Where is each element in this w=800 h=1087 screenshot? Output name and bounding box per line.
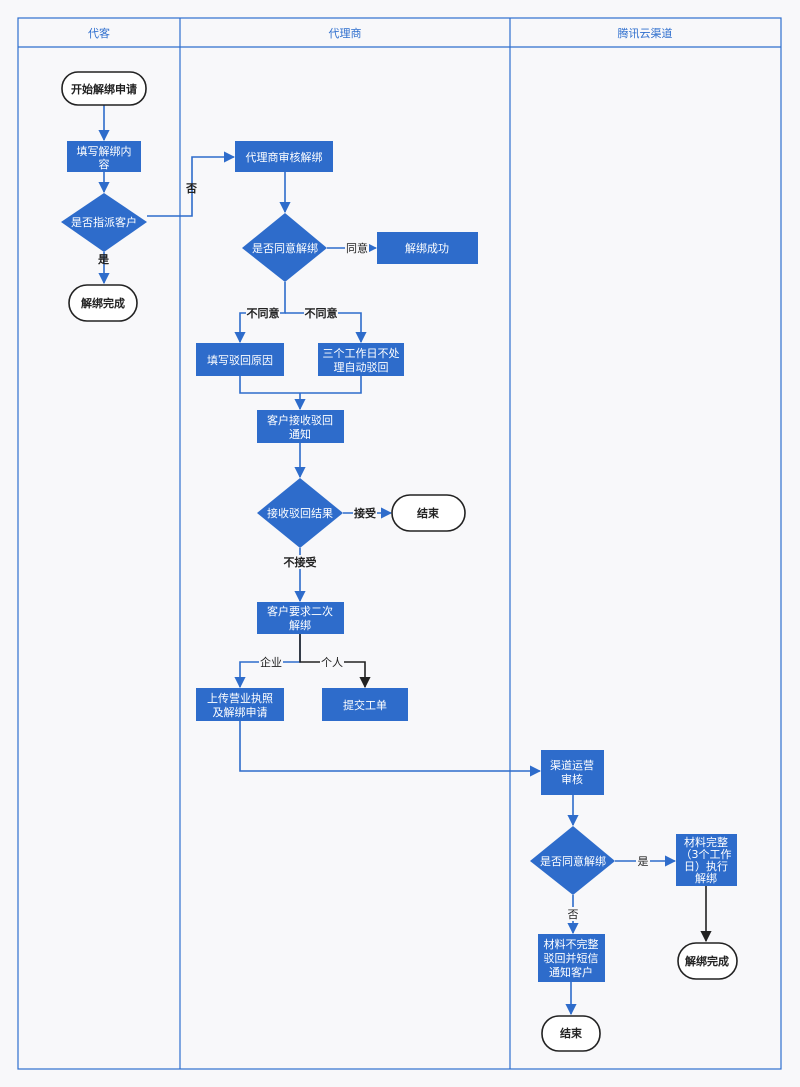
node-customer-notice-line1: 客户接收驳回 [267, 413, 333, 427]
node-end-mid-label: 结束 [416, 506, 440, 520]
node-accept-result-label: 接收驳回结果 [267, 506, 333, 520]
node-unbind-success[interactable]: 解绑成功 [377, 232, 478, 264]
node-done-left-label: 解绑完成 [81, 296, 125, 310]
node-customer-notice-line2: 通知 [289, 427, 311, 441]
edge-designated-no [147, 151, 236, 217]
node-material-bad-line3: 通知客户 [549, 965, 593, 979]
node-start[interactable]: 开始解绑申请 [61, 71, 147, 106]
node-material-ok-line3: 日）执行 [684, 859, 728, 873]
node-fill-reason-label: 填写驳回原因 [207, 353, 273, 367]
node-agree2-label: 是否同意解绑 [540, 854, 606, 868]
node-end-bottom-label: 结束 [559, 1026, 583, 1040]
edge-label-not-accept: 不接受 [284, 555, 317, 569]
node-agree1-label: 是否同意解绑 [252, 241, 318, 255]
node-auto-reject[interactable]: 三个工作日不处 理自动驳回 [318, 343, 404, 376]
node-fill-reason[interactable]: 填写驳回原因 [196, 343, 284, 376]
edge-label-agree: 同意 [346, 241, 368, 255]
node-accept-result[interactable]: 接收驳回结果 [257, 478, 343, 548]
node-agree2[interactable]: 是否同意解绑 [530, 826, 615, 895]
node-upload-license-line1: 上传营业执照 [207, 691, 273, 705]
node-end-bottom[interactable]: 结束 [541, 1015, 601, 1052]
node-end-mid[interactable]: 结束 [391, 494, 466, 532]
node-start-label: 开始解绑申请 [71, 82, 137, 96]
node-fill-unbind-line1: 填写解绑内 [77, 144, 132, 158]
node-upload-license-line2: 及解绑申请 [213, 705, 268, 719]
node-material-bad-line2: 驳回并短信 [544, 951, 599, 965]
node-done-left[interactable]: 解绑完成 [68, 284, 138, 322]
lane-title-agent: 代理商 [329, 26, 362, 40]
node-material-bad[interactable]: 材料不完整 驳回并短信 通知客户 [538, 934, 605, 982]
node-submit-ticket-label: 提交工单 [343, 698, 387, 712]
node-channel-review-line2: 审核 [561, 772, 583, 786]
node-second-request-line1: 客户要求二次 [267, 604, 333, 618]
node-unbind-success-label: 解绑成功 [405, 241, 449, 255]
node-material-bad-line1: 材料不完整 [544, 937, 599, 951]
edge-label-personal: 个人 [321, 656, 343, 669]
node-submit-ticket[interactable]: 提交工单 [322, 688, 408, 721]
edge-label-no: 否 [185, 182, 197, 195]
node-is-designated[interactable]: 是否指派客户 [61, 193, 147, 252]
edge-label-accept: 接受 [354, 506, 376, 520]
edge-label-disagree-right: 不同意 [305, 306, 338, 320]
edge-label-channel-yes: 是 [638, 855, 649, 868]
edge-label-yes: 是 [97, 253, 110, 266]
node-auto-reject-line1: 三个工作日不处 [323, 347, 400, 360]
node-done-right[interactable]: 解绑完成 [677, 942, 738, 980]
node-channel-review-line1: 渠道运营 [550, 758, 594, 772]
node-material-ok-line2: （3个工作 [681, 848, 732, 861]
node-is-designated-label: 是否指派客户 [71, 215, 137, 229]
node-second-request-line2: 解绑 [289, 618, 311, 632]
edge-label-enterprise: 企业 [260, 655, 282, 669]
swimlanes: 代客 代理商 腾讯云渠道 [17, 17, 782, 1070]
lane-title-customer: 代客 [88, 26, 110, 40]
node-agent-review-label: 代理商审核解绑 [246, 150, 323, 164]
nodes: 开始解绑申请 填写解绑内 容 是否指派客户 解绑完成 代理商审核解绑 是否同意解… [61, 71, 738, 1052]
node-agent-review[interactable]: 代理商审核解绑 [235, 141, 333, 172]
node-fill-unbind[interactable]: 填写解绑内 容 [67, 141, 141, 172]
node-customer-notice[interactable]: 客户接收驳回 通知 [257, 410, 344, 443]
node-done-right-label: 解绑完成 [685, 954, 729, 968]
node-agree1[interactable]: 是否同意解绑 [242, 213, 327, 282]
node-channel-review[interactable]: 渠道运营 审核 [541, 750, 604, 795]
node-material-ok[interactable]: 材料完整 （3个工作 日）执行 解绑 [676, 834, 737, 886]
node-upload-license[interactable]: 上传营业执照 及解绑申请 [196, 688, 284, 721]
edge-label-channel-no: 否 [568, 908, 579, 921]
node-material-ok-line1: 材料完整 [684, 835, 728, 849]
node-material-ok-line4: 解绑 [695, 871, 717, 885]
node-fill-unbind-line2: 容 [99, 157, 110, 171]
edge-labels: 否 是 同意 不同意 不同意 接受 不接受 企业 个人 是 否 [97, 182, 650, 921]
edge-label-disagree-left: 不同意 [247, 306, 280, 320]
node-auto-reject-line2: 理自动驳回 [334, 361, 389, 374]
node-second-request[interactable]: 客户要求二次 解绑 [257, 602, 344, 634]
edge-upload-to-channel [239, 721, 542, 777]
lane-title-channel: 腾讯云渠道 [618, 26, 673, 40]
